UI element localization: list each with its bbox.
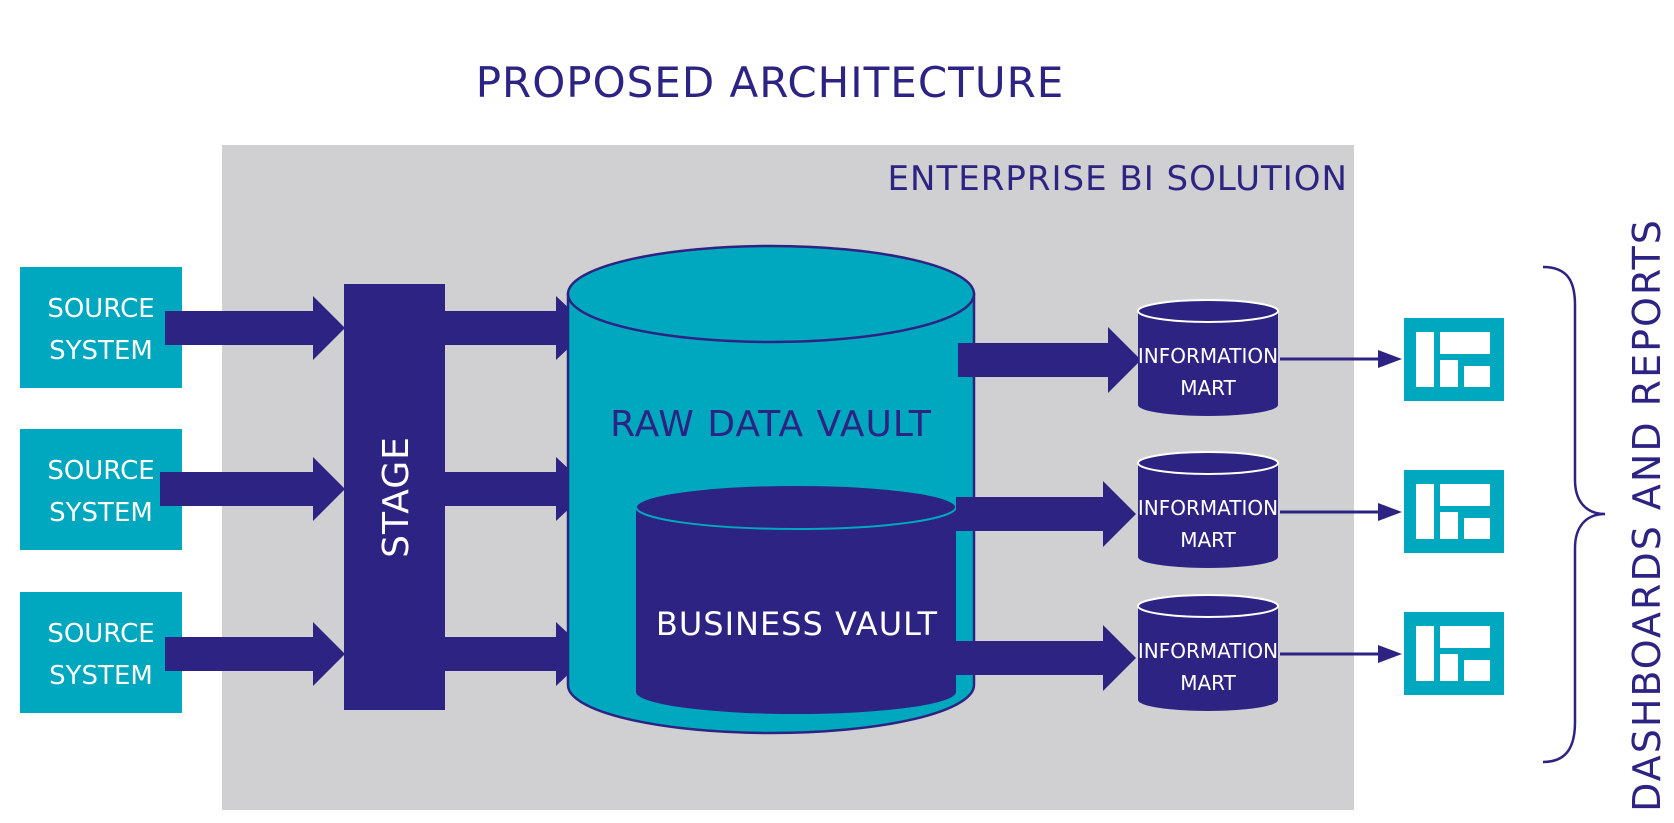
source-label-line2: SYSTEM bbox=[49, 661, 153, 691]
raw-data-vault-label: RAW DATA VAULT bbox=[610, 404, 932, 445]
arrow-stage-to-vault-1 bbox=[445, 296, 590, 360]
dashboards-reports-label: DASHBOARDS AND REPORTS bbox=[1625, 218, 1669, 812]
mart-label-line1: INFORMATION bbox=[1138, 344, 1278, 368]
arrow-source-to-stage-1 bbox=[165, 296, 345, 360]
mart-label-line2: MART bbox=[1180, 671, 1236, 695]
arrow-stage-to-vault-3 bbox=[445, 622, 590, 686]
arrow-stage-to-vault-2 bbox=[445, 457, 590, 521]
dashboard-icon bbox=[1404, 612, 1504, 695]
source-system-2: SOURCE SYSTEM bbox=[20, 429, 182, 550]
information-mart-2: INFORMATION MART bbox=[1137, 451, 1279, 568]
stage-bar bbox=[344, 284, 445, 710]
arrow-vault-to-mart-1 bbox=[958, 327, 1141, 393]
mart-label-line1: INFORMATION bbox=[1138, 639, 1278, 663]
arrow-source-to-stage-2 bbox=[160, 457, 345, 521]
arrow-vault-to-mart-3 bbox=[956, 625, 1136, 691]
arrow-source-to-stage-3 bbox=[165, 622, 345, 686]
mart-label-line1: INFORMATION bbox=[1138, 496, 1278, 520]
source-label-line2: SYSTEM bbox=[49, 498, 153, 528]
arrow-mart-to-dashboard-2 bbox=[1280, 503, 1402, 521]
dashboard-icon bbox=[1404, 318, 1504, 401]
diagram-title: PROPOSED ARCHITECTURE bbox=[476, 58, 1065, 107]
mart-label-line2: MART bbox=[1180, 528, 1236, 552]
source-label-line1: SOURCE bbox=[47, 456, 154, 486]
information-mart-1: INFORMATION MART bbox=[1137, 299, 1279, 416]
source-system-3: SOURCE SYSTEM bbox=[20, 592, 182, 713]
source-label-line1: SOURCE bbox=[47, 619, 154, 649]
information-mart-3: INFORMATION MART bbox=[1137, 594, 1279, 711]
source-label-line2: SYSTEM bbox=[49, 336, 153, 366]
business-vault-cylinder bbox=[635, 484, 957, 714]
business-vault-label: BUSINESS VAULT bbox=[656, 605, 938, 643]
arrow-mart-to-dashboard-1 bbox=[1280, 350, 1402, 368]
curly-brace bbox=[1542, 265, 1606, 764]
arrow-mart-to-dashboard-3 bbox=[1280, 645, 1402, 663]
mart-label-line2: MART bbox=[1180, 376, 1236, 400]
container-label: ENTERPRISE BI SOLUTION bbox=[888, 159, 1348, 199]
stage-label: STAGE bbox=[376, 436, 417, 558]
source-label-line1: SOURCE bbox=[47, 294, 154, 324]
arrow-vault-to-mart-2 bbox=[956, 481, 1136, 547]
dashboard-icon bbox=[1404, 470, 1504, 553]
source-system-1: SOURCE SYSTEM bbox=[20, 267, 182, 388]
